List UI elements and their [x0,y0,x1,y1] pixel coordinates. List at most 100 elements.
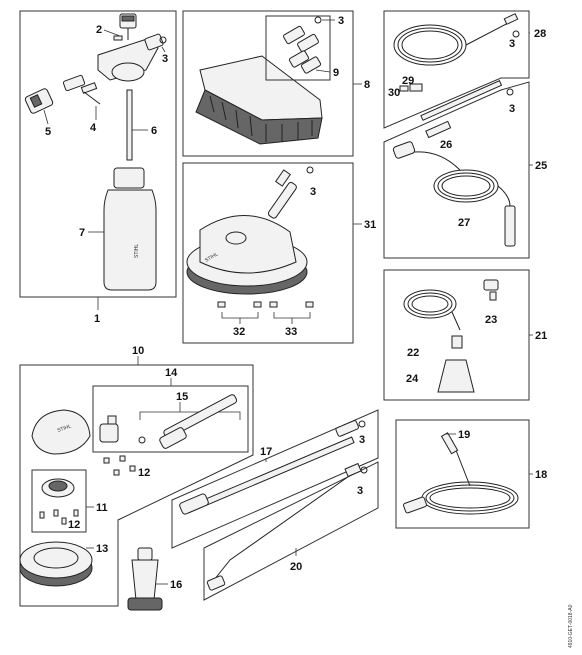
drawing-code: 4910-GET-0018-A0 [568,604,574,648]
coiled-hose-part [393,13,519,66]
callout-31: 31 [364,219,376,231]
callout-2: 2 [96,24,102,36]
callout-4: 4 [90,122,97,134]
callout-27: 27 [458,217,470,229]
callout-6: 6 [151,125,157,137]
brush-adapter-part [265,15,331,81]
wash-brush-part [195,55,323,145]
group-10-frame [19,364,254,607]
callout-10: 10 [132,345,144,357]
hose-coil-part [403,289,461,331]
callout-18: 18 [535,469,547,481]
group-20-angled-lance: 20 3 [203,461,379,601]
group-21-drain-kit: 23 22 24 21 [383,269,547,401]
nozzle-part [24,88,54,114]
group-31-frame [182,162,354,344]
callout-9: 9 [333,67,339,79]
callout-17: 17 [260,446,272,458]
o-ring-part [159,36,167,44]
callout-3: 3 [338,15,344,27]
lance-part [159,394,238,449]
callout-3: 3 [357,485,363,497]
fitting-part [399,83,423,92]
group-17-spray-lance: 17 3 [171,409,379,549]
extension-hose-part [413,151,516,247]
callout-12: 12 [138,467,150,479]
screw-set-part [103,455,136,476]
callout-29: 29 [402,75,414,87]
coupling-part [392,141,416,159]
callout-28: 28 [534,28,546,40]
callout-15: 15 [176,391,188,403]
callout-33: 33 [285,326,297,338]
callout-20: 20 [290,561,302,573]
o-ring-part [512,30,520,38]
group-20-frame [203,461,379,601]
cleaner-wand-part [267,169,297,219]
callout-1: 1 [94,313,100,325]
o-ring-part [360,466,368,474]
callout-13: 13 [96,543,108,555]
cap-part: STIHL [31,409,91,455]
callout-7: 7 [79,227,85,239]
o-ring-part [506,88,514,96]
group-28-hose: 3 28 29 30 [383,10,546,129]
foam-body-part [97,33,164,82]
spray-lance-part [420,80,503,139]
callout-26: 26 [440,139,452,151]
surface-cleaner-part: STIHL [186,215,308,295]
group-28-frame [383,10,530,129]
callout-3: 3 [162,53,168,65]
callout-5: 5 [45,126,51,138]
callout-24: 24 [406,373,419,385]
spring-part [83,91,101,105]
rotor-part [41,478,75,498]
callout-3: 3 [509,38,515,50]
screw-part [113,35,123,41]
callout-21: 21 [535,330,547,342]
callout-32: 32 [233,326,245,338]
bottle-part: STIHL [103,167,157,291]
group-11-frame [31,469,87,533]
callout-30: 30 [388,87,400,99]
callout-16: 16 [170,579,182,591]
o-ring-part [358,420,366,428]
callout-14: 14 [165,367,178,379]
callout-3: 3 [509,103,515,115]
callout-25: 25 [535,160,547,172]
o-ring-part [314,16,322,24]
small-screws-part [39,509,79,525]
rotary-base-part [19,541,93,587]
angled-lance-part [206,462,362,591]
callout-19: 19 [458,429,470,441]
suction-tube-part [126,89,133,161]
nozzle-holder-part [99,415,119,443]
group-25-extension: 3 26 27 25 [383,80,547,259]
group-1-spray-bottle-kit: STIHL 1 2 3 4 5 6 7 [19,10,177,325]
adapter-subframe [265,15,331,81]
callout-12: 12 [68,519,80,531]
adapter-part [62,74,98,94]
filter-part [437,335,475,393]
callout-3: 3 [310,186,316,198]
bottle-brand-label: STIHL [134,244,140,258]
group-10-rotary-nozzle-kit: 10 14 15 STIHL 12 [19,345,254,607]
callout-23: 23 [485,314,497,326]
callout-3: 3 [359,434,365,446]
group-17-frame [171,409,379,549]
group-8-frame [182,10,354,157]
o-ring-part [138,436,146,444]
callout-11: 11 [96,502,108,514]
group-25-frame [383,81,530,259]
cap-brand-label: STIHL [57,423,73,434]
straight-lance-part [179,420,359,515]
group-31-surface-cleaner: STIHL 3 32 33 31 [182,162,376,344]
connector-part [483,279,499,301]
group-14-frame [92,385,249,453]
screws-part [217,301,314,308]
pressure-hose-part [403,432,519,515]
callout-8: 8 [364,79,370,91]
group-8-wash-brush: 3 9 8 [182,10,370,157]
adjust-knob-part [119,13,137,40]
